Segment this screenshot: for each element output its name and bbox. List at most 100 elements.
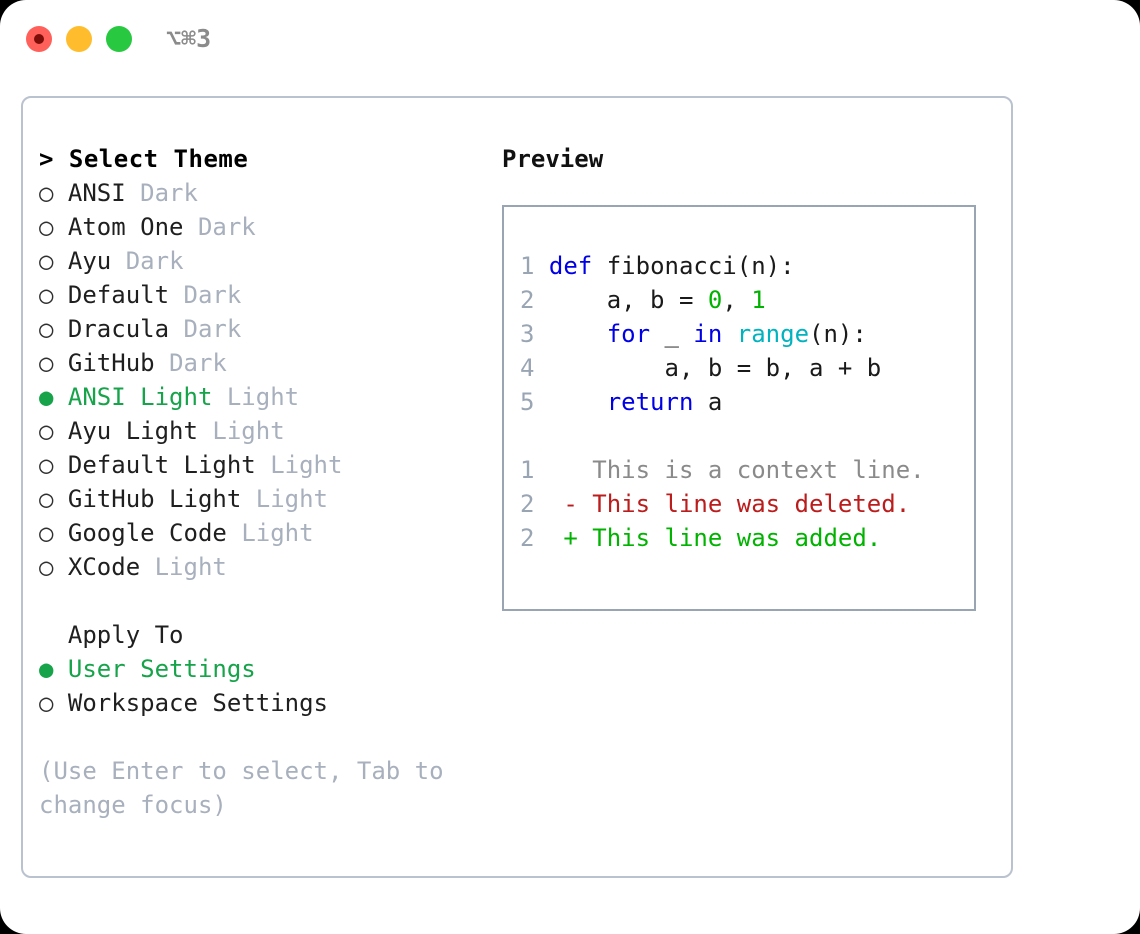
theme-list-item[interactable]: ○ Ayu Light Light <box>39 414 479 448</box>
apply-to-list[interactable]: ● User Settings○ Workspace Settings <box>39 652 479 720</box>
line-number: 2 <box>520 524 535 552</box>
radio-unselected-icon[interactable]: ○ <box>39 315 54 343</box>
diff-text: This line was deleted. <box>592 490 911 518</box>
code-token: (n): <box>809 320 867 348</box>
diff-line: 2 + This line was added. <box>520 521 968 555</box>
diff-sign: + <box>563 524 578 552</box>
main-panel: > Select Theme ○ ANSI Dark○ Atom One Dar… <box>21 96 1013 878</box>
theme-list-item[interactable]: ○ XCode Light <box>39 550 479 584</box>
theme-kind-badge: Light <box>226 383 300 411</box>
theme-list-item[interactable]: ○ GitHub Dark <box>39 346 479 380</box>
line-number: 3 <box>520 320 535 348</box>
theme-list-item[interactable]: ● ANSI Light Light <box>39 380 479 414</box>
theme-kind-badge: Dark <box>183 281 242 309</box>
apply-to-option[interactable]: ○ Workspace Settings <box>39 686 479 720</box>
gutter-gap <box>534 252 548 280</box>
diff-text: This is a context line. <box>592 456 925 484</box>
recording-indicator-icon <box>34 34 44 44</box>
spacer <box>256 451 270 479</box>
gutter-gap <box>534 320 548 348</box>
theme-kind-badge: Light <box>241 519 314 547</box>
radio-selected-icon[interactable]: ● <box>39 383 54 411</box>
code-token <box>722 320 736 348</box>
code-token <box>549 388 607 416</box>
gutter-gap <box>534 286 548 314</box>
theme-list-item[interactable]: ○ ANSI Dark <box>39 176 479 210</box>
close-button[interactable] <box>26 26 52 52</box>
code-diff-spacer <box>520 419 968 453</box>
radio-unselected-icon[interactable]: ○ <box>39 281 54 309</box>
diff-text: This line was added. <box>592 524 882 552</box>
code-line: 3 for _ in range(n): <box>520 317 968 351</box>
code-line: 2 a, b = 0, 1 <box>520 283 968 317</box>
spacer <box>578 456 592 484</box>
spacer <box>53 179 67 207</box>
theme-list-item[interactable]: ○ Atom One Dark <box>39 210 479 244</box>
code-token: def <box>548 252 593 280</box>
code-token: a, b = b, a + b <box>548 354 882 382</box>
theme-name: Default Light <box>67 451 256 479</box>
radio-unselected-icon[interactable]: ○ <box>39 349 54 377</box>
keyboard-hint-text: (Use Enter to select, Tab to change focu… <box>39 757 459 819</box>
line-number: 5 <box>520 388 535 416</box>
radio-unselected-icon[interactable]: ○ <box>39 417 54 445</box>
theme-list-item[interactable]: ○ Ayu Dark <box>39 244 479 278</box>
code-token: a, b = <box>548 286 708 314</box>
theme-list-item[interactable]: ○ GitHub Light Light <box>39 482 479 516</box>
line-number: 2 <box>520 490 535 518</box>
spacer <box>140 553 154 581</box>
code-token: 0 <box>707 286 723 314</box>
theme-list-item[interactable]: ○ Google Code Light <box>39 516 479 550</box>
radio-selected-icon[interactable]: ● <box>39 655 54 683</box>
radio-unselected-icon[interactable]: ○ <box>39 553 54 581</box>
minimize-button[interactable] <box>66 26 92 52</box>
code-token <box>549 320 607 348</box>
diff-sign <box>563 456 577 484</box>
diff-lines: 1 This is a context line.2 - This line w… <box>520 453 968 555</box>
spacer <box>578 490 592 518</box>
radio-unselected-icon[interactable]: ○ <box>39 247 54 275</box>
spacer <box>126 179 140 207</box>
code-token: _ <box>650 320 694 348</box>
code-token: , <box>722 286 752 314</box>
radio-unselected-icon[interactable]: ○ <box>39 689 54 717</box>
gutter-gap <box>534 388 548 416</box>
diff-line: 1 This is a context line. <box>520 453 968 487</box>
theme-name: ANSI Light <box>67 383 213 411</box>
radio-unselected-icon[interactable]: ○ <box>39 451 54 479</box>
theme-list-item[interactable]: ○ Default Light Light <box>39 448 479 482</box>
spacer <box>53 417 67 445</box>
theme-list-item[interactable]: ○ Dracula Dark <box>39 312 479 346</box>
theme-name: Ayu Light <box>67 417 198 445</box>
line-number: 4 <box>520 354 535 382</box>
theme-kind-badge: Dark <box>169 349 227 377</box>
code-token: 1 <box>751 286 766 314</box>
radio-unselected-icon[interactable]: ○ <box>39 179 54 207</box>
spacer <box>111 247 125 275</box>
code-token: fibonacci(n): <box>592 252 795 280</box>
spacer <box>198 417 212 445</box>
apply-to-option[interactable]: ● User Settings <box>39 652 479 686</box>
theme-list[interactable]: ○ ANSI Dark○ Atom One Dark○ Ayu Dark○ De… <box>39 176 479 584</box>
theme-name: GitHub Light <box>67 485 242 513</box>
theme-name: Default <box>67 281 170 309</box>
spacer <box>53 349 67 377</box>
spacer <box>53 247 67 275</box>
spacer <box>241 485 255 513</box>
maximize-button[interactable] <box>106 26 132 52</box>
spacer <box>212 383 226 411</box>
radio-unselected-icon[interactable]: ○ <box>39 485 54 513</box>
radio-unselected-icon[interactable]: ○ <box>39 213 54 241</box>
code-token: a <box>693 388 723 416</box>
spacer <box>53 655 67 683</box>
gutter-gap <box>534 456 563 484</box>
gutter-gap <box>534 490 563 518</box>
code-line: 4 a, b = b, a + b <box>520 351 968 385</box>
spacer <box>184 213 198 241</box>
keyboard-shortcut-label: ⌥⌘3 <box>166 24 212 53</box>
theme-list-item[interactable]: ○ Default Dark <box>39 278 479 312</box>
radio-unselected-icon[interactable]: ○ <box>39 519 54 547</box>
theme-name: Atom One <box>67 213 184 241</box>
spacer <box>53 213 67 241</box>
